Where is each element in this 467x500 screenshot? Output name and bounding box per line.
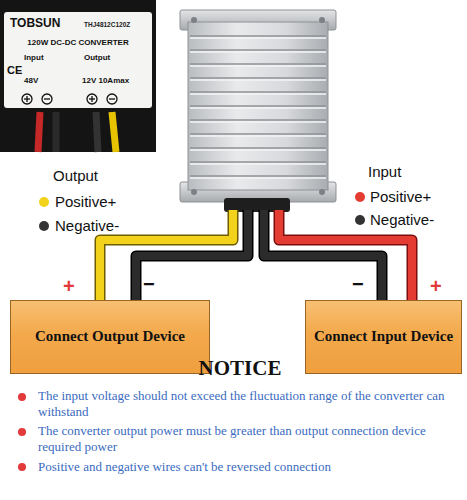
- brand-name: TOBSUN: [10, 17, 60, 31]
- product-type: 120W DC-DC CONVERTER: [18, 38, 138, 47]
- wire-polarity: Positive+: [370, 188, 431, 205]
- input-voltage: 48V: [24, 76, 38, 85]
- port-label: Output: [84, 53, 110, 62]
- product-photo: [0, 0, 156, 152]
- polarity-sign: +: [430, 275, 442, 298]
- notice-item: The input voltage should not exceed the …: [38, 388, 466, 420]
- converter-body: [180, 10, 336, 212]
- model-number: THJ4812C120Z: [84, 21, 130, 28]
- output-rating: 12V 10Amax: [82, 76, 129, 85]
- note-bullets: [18, 393, 26, 471]
- box-title: Connect Input Device: [310, 328, 457, 345]
- label-plate: [4, 12, 152, 108]
- output-device-box: Connect Output Device: [10, 300, 210, 374]
- wire-polarity: Negative-: [55, 217, 119, 234]
- certification-mark: CE: [7, 64, 22, 77]
- port-label: Input: [24, 53, 44, 62]
- polarity-sign: −: [143, 273, 155, 296]
- output-heading: Output: [53, 167, 98, 184]
- product-label-photo: TOBSUN THJ4812C120Z 120W DC-DC CONVERTER In…: [0, 0, 156, 152]
- input-heading: Input: [368, 163, 401, 180]
- box-title: Connect Output Device: [31, 328, 189, 345]
- notice-heading: NOTICE: [140, 356, 340, 380]
- input-device-box: Connect Input Device: [305, 300, 462, 374]
- cooling-fins: [190, 36, 326, 178]
- photo-wires: [38, 112, 116, 152]
- mounting-holes: [191, 17, 325, 195]
- photo-frame: [0, 0, 156, 152]
- wires: [100, 210, 412, 300]
- polarity-sign: −: [352, 273, 364, 296]
- terminal-symbols: [22, 94, 117, 104]
- notice-item: The converter output power must be great…: [38, 423, 466, 455]
- polarity-sign: +: [63, 275, 75, 298]
- cable-grommet: [224, 198, 290, 212]
- notice-item: Positive and negative wires can't be rev…: [38, 459, 466, 475]
- wire-polarity: Negative-: [370, 211, 434, 228]
- wire-polarity: Positive+: [55, 193, 116, 210]
